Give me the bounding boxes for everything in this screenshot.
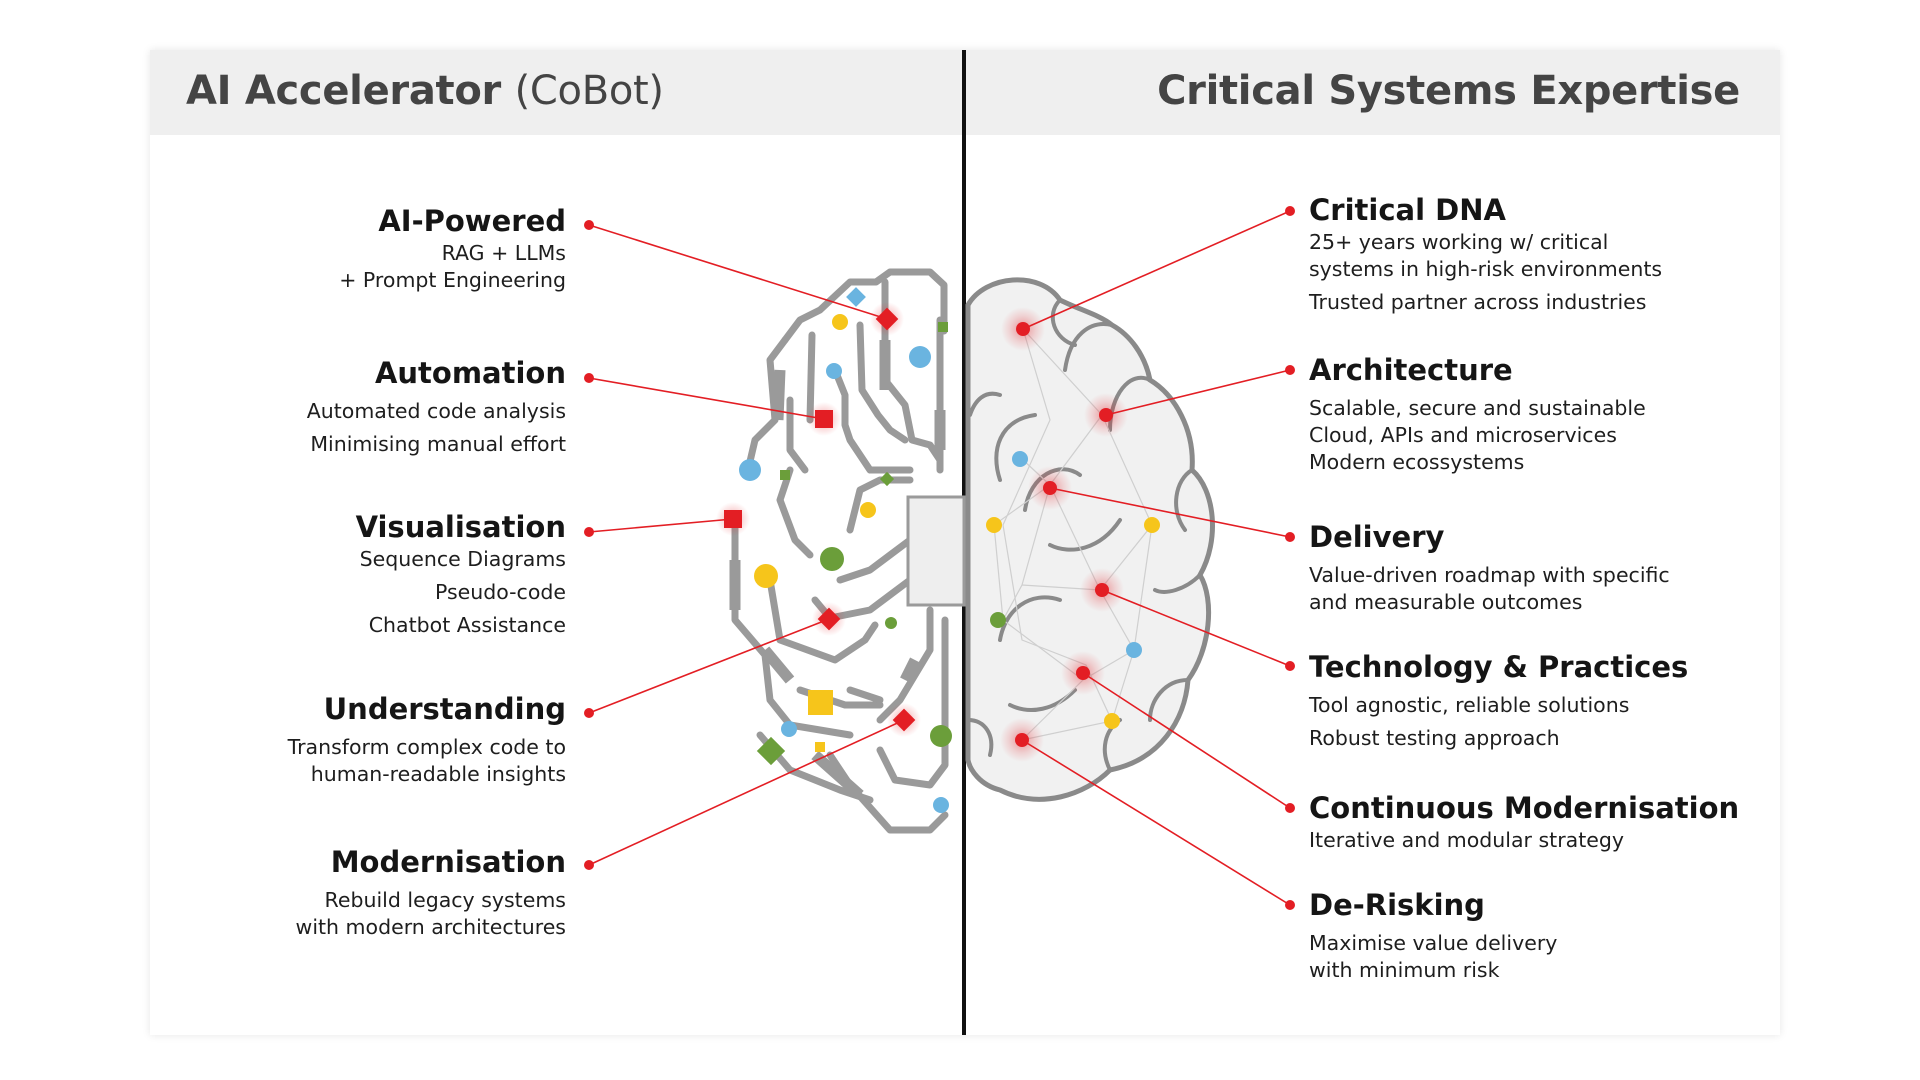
right-header-title: Critical Systems Expertise [1157, 68, 1740, 114]
item-line: Maximise value delivery [1309, 931, 1558, 955]
left-item-automation: Automation Automated code analysis Minim… [307, 354, 566, 458]
item-line: Trusted partner across industries [1309, 290, 1647, 314]
item-line: Pseudo-code [434, 580, 566, 604]
item-title: De-Risking [1309, 888, 1485, 922]
item-line: with modern architectures [295, 915, 566, 939]
item-line: Tool agnostic, reliable solutions [1309, 693, 1630, 717]
item-line: Sequence Diagrams [359, 547, 566, 571]
item-line: + Prompt Engineering [339, 268, 566, 292]
left-header-title: AI Accelerator (CoBot) [186, 68, 664, 114]
item-line: and measurable outcomes [1309, 590, 1583, 614]
right-item-technology-practices: Technology & Practices Tool agnostic, re… [1309, 648, 1688, 752]
item-title: Understanding [323, 692, 566, 726]
left-header: AI Accelerator (CoBot) [150, 50, 962, 135]
connector-lines [588, 210, 1291, 906]
item-title: Architecture [1309, 353, 1513, 387]
right-item-delivery: Delivery Value-driven roadmap with speci… [1309, 518, 1670, 616]
left-item-ai-powered: AI-Powered RAG + LLMs + Prompt Engineeri… [339, 202, 566, 294]
right-header: Critical Systems Expertise [966, 50, 1780, 135]
item-title: Modernisation [330, 845, 566, 879]
connector-dots [584, 206, 1295, 910]
item-title: Visualisation [355, 510, 566, 544]
left-item-understanding: Understanding Transform complex code to … [288, 690, 566, 788]
item-line: human-readable insights [310, 762, 566, 786]
item-line: Robust testing approach [1309, 726, 1560, 750]
item-line: Transform complex code to [287, 735, 566, 759]
item-line: Iterative and modular strategy [1309, 828, 1624, 852]
organic-brain-icon [965, 277, 1215, 802]
item-line: Modern ecossystems [1309, 450, 1525, 474]
right-item-continuous-modernisation: Continuous Modernisation Iterative and m… [1309, 789, 1739, 854]
left-item-visualisation: Visualisation Sequence Diagrams Pseudo-c… [356, 508, 566, 639]
right-item-de-risking: De-Risking Maximise value delivery with … [1309, 886, 1557, 984]
item-line: with minimum risk [1309, 958, 1500, 982]
item-line: Chatbot Assistance [368, 613, 566, 637]
item-title: Delivery [1309, 520, 1445, 554]
right-item-architecture: Architecture Scalable, secure and sustai… [1309, 351, 1646, 476]
item-title: AI-Powered [378, 204, 566, 238]
chip-icon [906, 495, 966, 607]
item-line: 25+ years working w/ critical [1309, 230, 1609, 254]
item-title: Critical DNA [1309, 193, 1506, 227]
item-title: Continuous Modernisation [1309, 791, 1740, 825]
item-line: Rebuild legacy systems [324, 888, 566, 912]
item-line: Automated code analysis [306, 399, 566, 423]
left-item-modernisation: Modernisation Rebuild legacy systems wit… [296, 843, 566, 941]
item-line: Minimising manual effort [310, 432, 566, 456]
item-line: Cloud, APIs and microservices [1309, 423, 1617, 447]
item-line: RAG + LLMs [441, 241, 566, 265]
item-title: Technology & Practices [1309, 650, 1689, 684]
item-title: Automation [374, 356, 566, 390]
item-line: Value-driven roadmap with specific [1309, 563, 1670, 587]
item-line: systems in high-risk environments [1309, 257, 1663, 281]
right-item-critical-dna: Critical DNA 25+ years working w/ critic… [1309, 191, 1662, 316]
item-line: Scalable, secure and sustainable [1309, 396, 1646, 420]
circuit-nodes [739, 287, 952, 813]
